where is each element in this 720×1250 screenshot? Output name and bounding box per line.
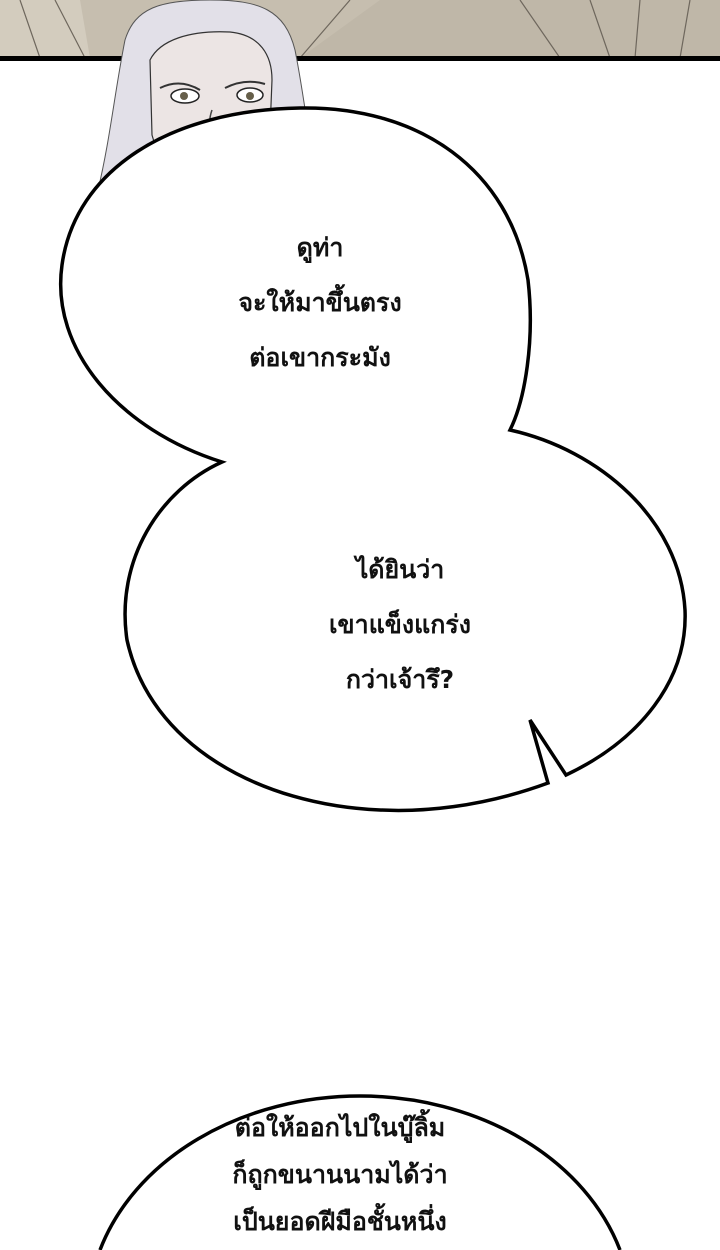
speech-bubble-3-text: ต่อให้ออกไปในบู๊ลิ้ม ก็ถูกขนานนามได้ว่า … [180,1104,500,1245]
bubble-line: ต่อให้ออกไปในบู๊ลิ้ม [234,1113,446,1142]
speech-bubble-outline-1-2 [59,106,687,813]
top-panel [0,0,720,61]
bubble-line: กว่าเจ้ารึ? [345,665,455,694]
bubble-line: ต่อเขากระมัง [249,343,391,372]
speech-bubble-fill-3 [100,1096,620,1250]
bubble-line: เป็นยอดฝีมือชั้นหนึ่ง [233,1207,447,1236]
speech-bubble-outline-3 [98,1094,622,1250]
bubble-line: จะให้มาขึ้นตรง [238,288,402,317]
bubble-line: เขาแข็งแกร่ง [329,610,471,639]
bubble-line: ได้ยินว่า [355,555,445,584]
bubble-line: ดูท่า [296,233,344,262]
speech-bubble-1-text: ดูท่า จะให้มาขึ้นตรง ต่อเขากระมัง [215,220,425,385]
speech-bubble-2-text: ได้ยินว่า เขาแข็งแกร่ง กว่าเจ้ารึ? [300,542,500,707]
bubble-line: ก็ถูกขนานนามได้ว่า [232,1160,448,1189]
